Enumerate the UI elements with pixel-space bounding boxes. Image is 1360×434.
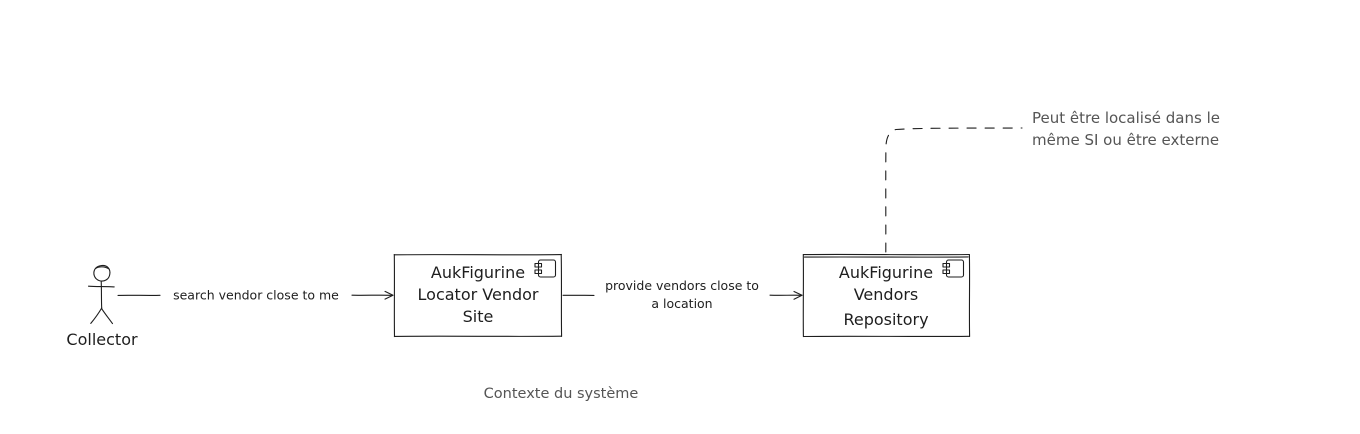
edge-label-provide-line-2: a location bbox=[651, 296, 712, 311]
stick-figure-icon bbox=[87, 264, 115, 325]
edge-provide-vendors: provide vendors close to a location bbox=[562, 278, 803, 311]
note-line-1: Peut être localisé dans le bbox=[1032, 109, 1220, 127]
component-icon bbox=[534, 259, 557, 278]
diagram-caption: Contexte du système bbox=[484, 386, 639, 402]
edge-search-vendor: search vendor close to me bbox=[117, 288, 394, 303]
component-label-line-3: Site bbox=[463, 307, 494, 326]
component-label-line-3: Repository bbox=[843, 310, 928, 329]
component-locator-site[interactable]: AukFigurine Locator Vendor Site bbox=[393, 253, 563, 338]
note-line-2: même SI ou être externe bbox=[1032, 131, 1219, 149]
component-label-line-2: Locator Vendor bbox=[418, 285, 539, 304]
component-label-line-1: AukFigurine bbox=[431, 263, 525, 282]
component-icon bbox=[942, 259, 965, 278]
note: Peut être localisé dans le même SI ou êt… bbox=[1032, 109, 1220, 149]
note-connector bbox=[885, 127, 1023, 253]
actor-label: Collector bbox=[66, 330, 138, 349]
edge-label-search-vendor: search vendor close to me bbox=[173, 288, 339, 303]
component-label-line-1: AukFigurine bbox=[839, 263, 933, 282]
edge-label-provide-line-1: provide vendors close to bbox=[605, 278, 759, 293]
component-label-line-2: Vendors bbox=[854, 285, 919, 304]
collector-actor[interactable]: Collector bbox=[66, 264, 138, 349]
component-vendors-repository[interactable]: AukFigurine Vendors Repository bbox=[802, 253, 971, 338]
